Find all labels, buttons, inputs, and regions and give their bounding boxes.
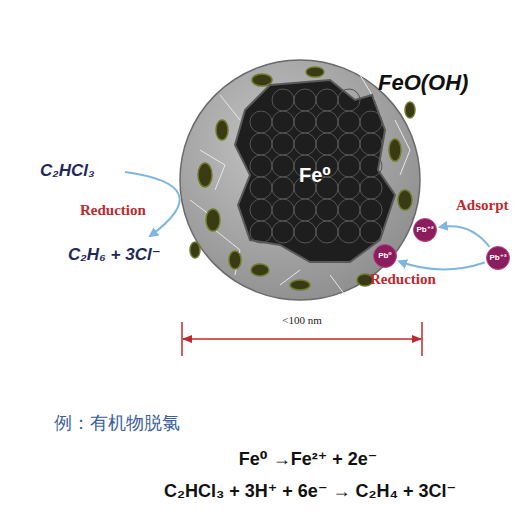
grain bbox=[360, 221, 382, 243]
scale-tick bbox=[421, 322, 423, 356]
grain bbox=[272, 89, 294, 111]
grain bbox=[294, 221, 316, 243]
lead-ion-circle: Pb⁺² bbox=[413, 218, 437, 242]
pore bbox=[251, 264, 269, 276]
crack-line bbox=[330, 275, 345, 295]
grain bbox=[250, 221, 272, 243]
grain bbox=[272, 199, 294, 221]
pore bbox=[190, 242, 200, 258]
grain bbox=[316, 111, 338, 133]
pore bbox=[229, 251, 241, 269]
grain bbox=[272, 177, 294, 199]
grain bbox=[316, 89, 338, 111]
grain bbox=[250, 133, 272, 155]
iron-core-node: Fe⁰ bbox=[250, 100, 380, 250]
grain bbox=[250, 177, 272, 199]
grain bbox=[272, 133, 294, 155]
grain bbox=[272, 111, 294, 133]
grain bbox=[316, 133, 338, 155]
pore bbox=[216, 120, 228, 140]
pore bbox=[198, 163, 212, 187]
edge-label: Adsorpt bbox=[456, 198, 509, 213]
grain bbox=[338, 155, 360, 177]
edge-label: Reduction bbox=[370, 272, 436, 287]
grain bbox=[338, 89, 360, 111]
oxide-shell-node: FeO(OH)Fe⁰Pb⁰ bbox=[180, 60, 420, 300]
ion-arrow bbox=[440, 226, 490, 247]
shell-label: FeO(OH) bbox=[378, 72, 468, 94]
core-label: Fe⁰ bbox=[299, 165, 331, 185]
lead-ion-circle: Pb⁰ bbox=[373, 244, 397, 268]
grain bbox=[294, 111, 316, 133]
oxide-shell bbox=[180, 60, 420, 300]
scale-label: <100 nm bbox=[279, 314, 325, 326]
pore bbox=[290, 280, 310, 290]
grain bbox=[338, 177, 360, 199]
pore bbox=[306, 67, 324, 77]
pore bbox=[398, 190, 412, 210]
lead-ion-circle: Pb⁺² bbox=[486, 246, 510, 270]
pore bbox=[389, 139, 401, 161]
grain bbox=[250, 155, 272, 177]
grain bbox=[272, 221, 294, 243]
grain bbox=[360, 199, 382, 221]
grain bbox=[250, 199, 272, 221]
grain bbox=[338, 133, 360, 155]
grain bbox=[294, 89, 316, 111]
grain bbox=[360, 111, 382, 133]
example-heading: 例：有机物脱氯 bbox=[54, 414, 180, 434]
ion-arrow bbox=[399, 261, 485, 269]
crack-line bbox=[215, 230, 240, 275]
reaction-label: Reduction bbox=[80, 202, 146, 219]
ion-label: Pb⁺² bbox=[489, 254, 506, 262]
equation: C₂HCl₃ + 3H⁺ + 6e⁻ → C₂H₄ + 3Cl⁻ bbox=[164, 482, 456, 502]
grain bbox=[338, 221, 360, 243]
equation: Fe⁰ →Fe²⁺ + 2e⁻ bbox=[239, 450, 377, 470]
reactant-label: C₂HCl₃ bbox=[40, 162, 95, 181]
pore bbox=[252, 74, 272, 86]
shell-cracks bbox=[190, 75, 410, 295]
grain bbox=[294, 199, 316, 221]
grain bbox=[360, 155, 382, 177]
grain bbox=[250, 111, 272, 133]
core-grains bbox=[250, 89, 382, 243]
grain bbox=[316, 221, 338, 243]
grain bbox=[316, 199, 338, 221]
ion-label: Pb⁰ bbox=[378, 252, 392, 260]
shell-pores bbox=[190, 67, 415, 290]
ion-label: Pb⁺² bbox=[416, 226, 433, 234]
iron-core bbox=[235, 80, 395, 262]
scale-bar bbox=[183, 338, 421, 340]
product-label: C₂H₆ + 3Cl⁻ bbox=[68, 246, 161, 265]
grain bbox=[360, 177, 382, 199]
pore bbox=[405, 102, 415, 118]
pore bbox=[206, 209, 220, 231]
grain bbox=[294, 133, 316, 155]
grain bbox=[360, 133, 382, 155]
grain bbox=[338, 111, 360, 133]
crack-line bbox=[220, 95, 240, 120]
scale-tick bbox=[181, 322, 183, 356]
grain bbox=[338, 199, 360, 221]
grain bbox=[272, 155, 294, 177]
